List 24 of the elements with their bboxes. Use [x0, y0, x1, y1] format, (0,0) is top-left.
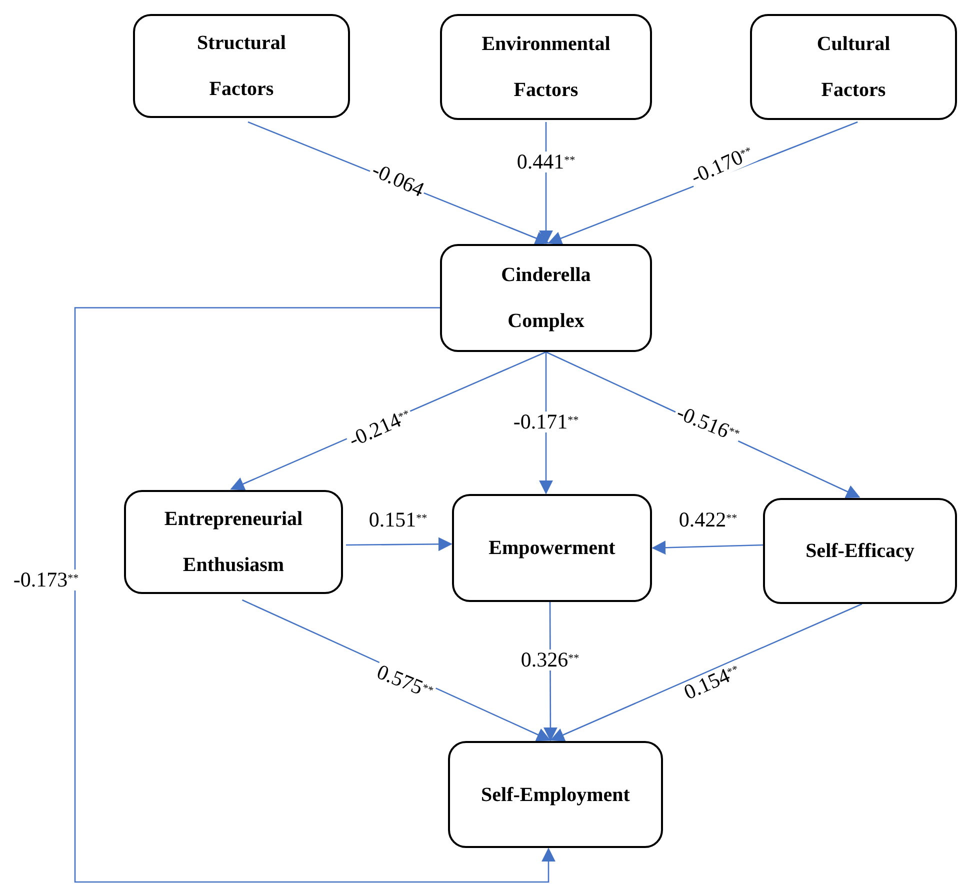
edge-label: -0.173$^{**}$: [11, 570, 81, 590]
arrow: [652, 540, 764, 555]
construct-box: [440, 14, 652, 120]
construct-name: Empowerment: [488, 536, 616, 561]
construct-name: Cultural Factors: [816, 32, 892, 103]
construct-name: Cinderella Complex: [500, 263, 592, 334]
construct-box: [452, 494, 652, 602]
construct-name: Environmental Factors: [480, 32, 612, 103]
construct-box: [763, 498, 957, 604]
construct-box: [750, 14, 957, 120]
construct-box: [124, 490, 343, 594]
arrow: [550, 603, 862, 742]
construct-name: Self-Efficacy: [806, 539, 914, 564]
construct-box: [440, 244, 652, 352]
arrow: [346, 537, 452, 552]
construct-name: Self-Employment: [481, 782, 630, 808]
arrow: [74, 307, 556, 883]
edge-label: -0.171$^{**}$: [511, 412, 581, 432]
construct-box: [133, 14, 350, 118]
construct-name: Structural Factors: [196, 31, 287, 102]
edge-label: 0.441$^{**}$: [514, 152, 578, 172]
construct-name: Entrepreneurial Enthusiasm: [163, 507, 304, 578]
edge-label: 0.326$^{**}$: [518, 650, 582, 670]
construct-box: [448, 741, 663, 848]
